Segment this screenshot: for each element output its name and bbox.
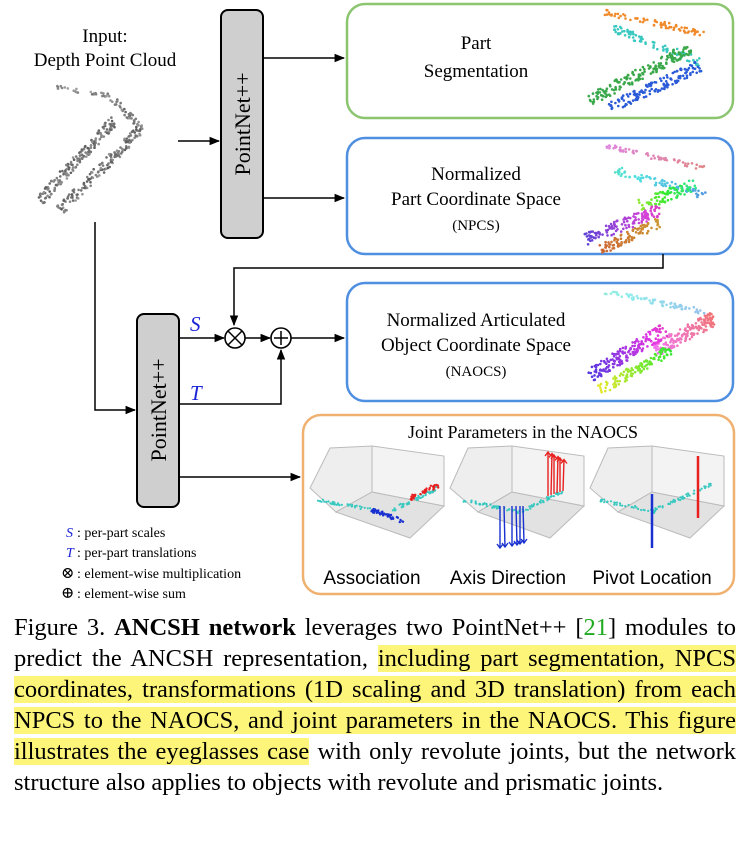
arrow-npcs-to-multiply <box>229 254 664 327</box>
caption-citation-link[interactable]: 21 <box>583 614 609 641</box>
pivot-location-points <box>599 456 712 548</box>
input-label-line2: Depth Point Cloud <box>34 50 177 71</box>
legend-s-symbol: S <box>66 526 73 541</box>
npcs-box <box>345 136 735 256</box>
legend-multiply-text: : element-wise multiplication <box>77 567 241 582</box>
npcs-line2: Part Coordinate Space <box>391 189 561 210</box>
panel-label-axis-direction: Axis Direction <box>450 568 566 589</box>
caption-text-1: leverages two PointNet++ [ <box>295 614 584 641</box>
architecture-diagram: Input: Depth Point Cloud PointNet++ Poin… <box>34 2 736 602</box>
panel-label-association: Association <box>323 568 420 589</box>
npcs-cloud <box>583 144 707 254</box>
legend-t-symbol: T <box>66 546 75 561</box>
naocs-line3: (NAOCS) <box>446 364 507 380</box>
pointnet-bottom-label: PointNet++ <box>146 358 171 461</box>
naocs-line2: Object Coordinate Space <box>381 335 571 356</box>
figure-caption: Figure 3. ANCSH network leverages two Po… <box>14 612 736 798</box>
legend-t-text: : per-part translations <box>77 546 196 561</box>
legend-sum-text: : element-wise sum <box>77 587 186 602</box>
pointnet-bottom-box <box>136 313 180 508</box>
caption-text-2: ] modules to predict the ANCSH represent… <box>14 614 736 672</box>
panel-label-pivot-location: Pivot Location <box>592 568 711 589</box>
arrow-input-to-pointnet-bottom <box>94 222 137 415</box>
caption-fig-number: Figure 3. <box>14 614 106 641</box>
part-segmentation-cloud <box>587 8 705 111</box>
symbol-t: T <box>190 381 203 405</box>
pivot-location-panel <box>589 445 726 548</box>
legend-sum-symbol: ⊕ <box>61 585 74 602</box>
axis-direction-points <box>462 450 568 550</box>
naocs-box <box>345 281 735 403</box>
joint-params-title: Joint Parameters in the NAOCS <box>408 422 638 442</box>
legend-s-text: : per-part scales <box>77 526 165 541</box>
symbol-s: S <box>190 312 201 336</box>
naocs-cloud <box>587 290 716 394</box>
axis-direction-panel <box>449 445 586 550</box>
caption-bold-title: ANCSH network <box>114 614 296 641</box>
association-points <box>316 483 440 524</box>
legend-multiply-symbol: ⊗ <box>61 565 74 582</box>
part-seg-line1: Part <box>461 33 492 54</box>
caption-text-3: with only revolute joints, but the netwo… <box>14 738 736 796</box>
legend: S : per-part scales T : per-part transla… <box>61 526 241 602</box>
arrow-t-to-sum <box>179 348 286 405</box>
npcs-line3: (NPCS) <box>452 218 500 234</box>
part-seg-line2: Segmentation <box>424 61 529 82</box>
pointnet-top-label: PointNet++ <box>230 72 255 175</box>
part-segmentation-box <box>345 2 735 120</box>
npcs-line1: Normalized <box>431 164 521 185</box>
pointnet-top-box <box>220 9 264 239</box>
naocs-line1: Normalized Articulated <box>387 310 566 331</box>
input-label-line1: Input: <box>82 26 127 47</box>
association-panel <box>309 445 446 539</box>
input-point-cloud <box>37 84 144 214</box>
